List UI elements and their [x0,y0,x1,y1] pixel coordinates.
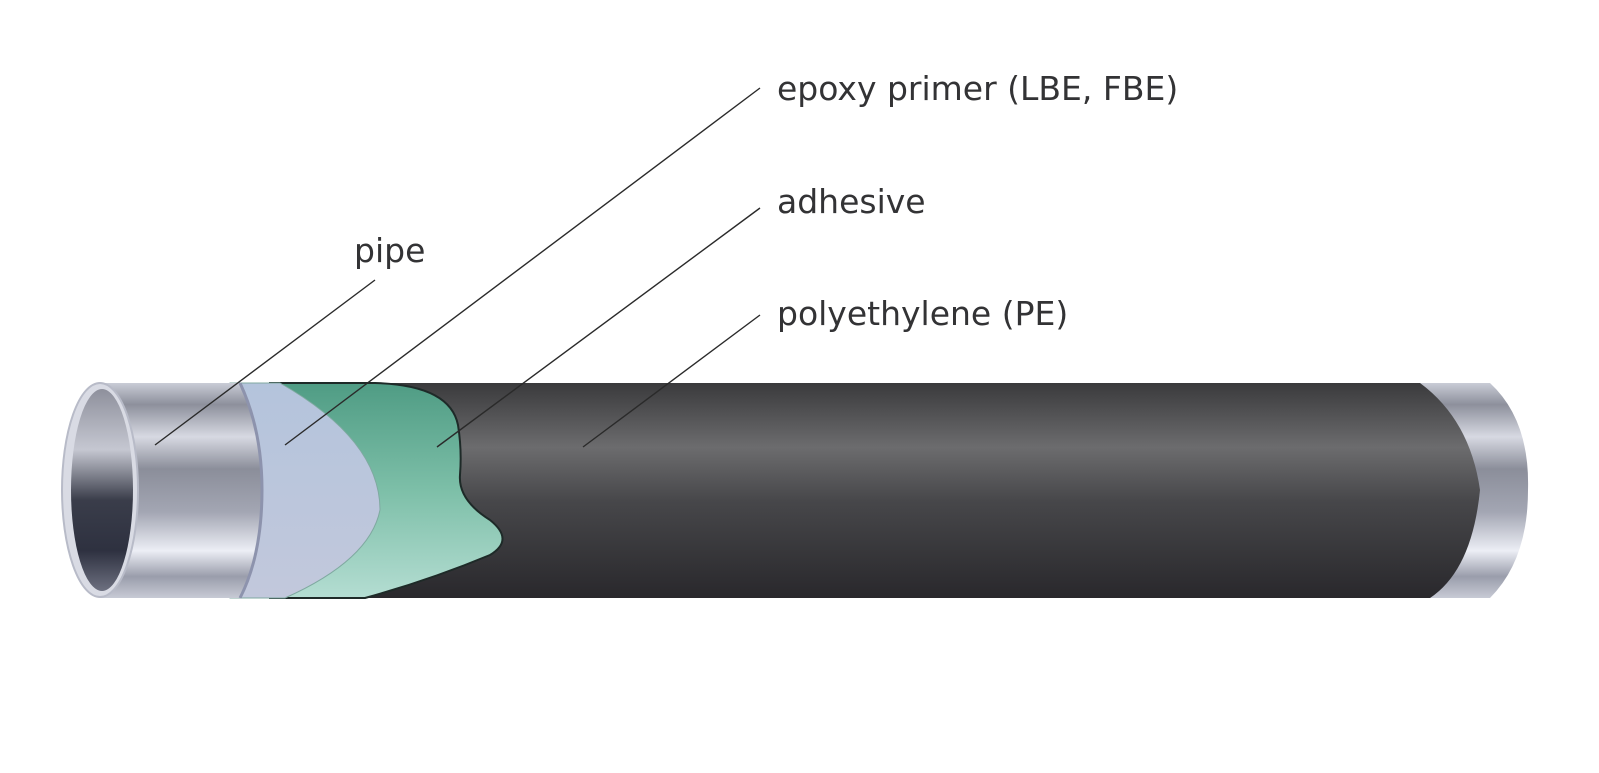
label-epoxy-primer: epoxy primer (LBE, FBE) [777,69,1178,108]
label-polyethylene: polyethylene (PE) [777,294,1068,333]
polyethylene-layer [360,383,1480,598]
leader-line-polyethylene [582,314,761,448]
pipe-metal [100,383,262,598]
leader-line-epoxy [284,87,761,446]
leader-line-adhesive [436,207,761,448]
pipe-opening [71,389,133,591]
epoxy-primer-layer [229,382,381,599]
leader-line-pipe [154,279,376,446]
pipe-edge [238,382,264,599]
label-adhesive: adhesive [777,182,926,221]
label-pipe: pipe [354,231,425,270]
